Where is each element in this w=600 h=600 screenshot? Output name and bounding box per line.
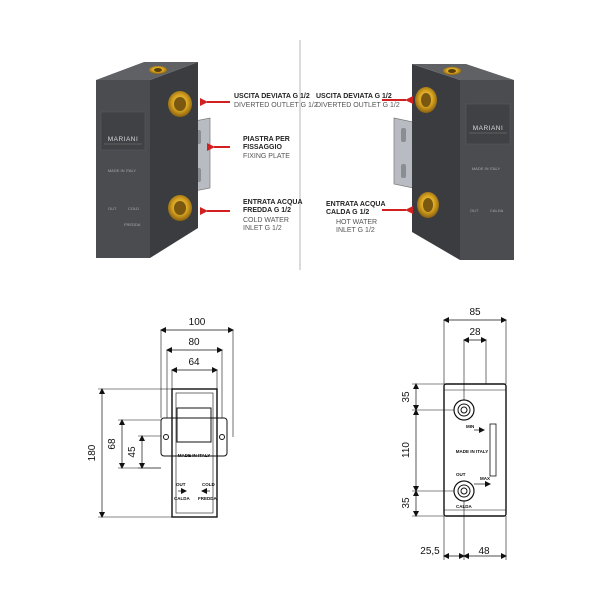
label-diverted-outlet-right: USCITA DEVIATA G 1/2 DIVERTED OUTLET G 1… xyxy=(316,93,400,109)
side-min-label: MIN xyxy=(466,424,474,429)
svg-text:HOT WATER: HOT WATER xyxy=(336,219,377,226)
body-fredda: FREDDA xyxy=(124,222,141,227)
body-made-in-italy: MADE IN ITALY xyxy=(108,168,137,173)
svg-text:CALDA G 1/2: CALDA G 1/2 xyxy=(326,209,369,216)
svg-text:FREDDA G 1/2: FREDDA G 1/2 xyxy=(243,207,291,214)
svg-text:PIASTRA PER: PIASTRA PER xyxy=(243,136,290,143)
outlet-port-right xyxy=(415,87,437,113)
drawing-fredda: FREDDA xyxy=(198,496,217,501)
body-calda-right: CALDA xyxy=(490,208,504,213)
body-cold: COLD xyxy=(128,206,139,211)
drawing-cold: COLD xyxy=(202,482,215,487)
dim-front-width-64: 64 xyxy=(188,357,200,368)
drawing-made-in-italy: MADE IN ITALY xyxy=(178,453,211,458)
box-3d-cold-side: MARIANI MADE IN ITALY OUT COLD FREDDA xyxy=(96,62,211,258)
side-out-label: OUT xyxy=(456,472,466,477)
side-calda-label: CALDA xyxy=(456,504,472,509)
dim-front-height-45: 45 xyxy=(127,446,138,458)
label-cold-inlet: ENTRATA ACQUA FREDDA G 1/2 COLD WATER IN… xyxy=(243,199,303,232)
body-made-in-italy-right: MADE IN ITALY xyxy=(472,166,501,171)
side-view-drawing xyxy=(412,317,507,560)
box-3d-hot-side: MARIANI MADE IN ITALY OUT CALDA xyxy=(393,64,514,260)
svg-text:DIVERTED OUTLET G 1/2: DIVERTED OUTLET G 1/2 xyxy=(234,102,318,109)
svg-text:USCITA DEVIATA G 1/2: USCITA DEVIATA G 1/2 xyxy=(234,93,310,100)
side-max-label: MAX xyxy=(480,476,490,481)
svg-text:ENTRATA ACQUA: ENTRATA ACQUA xyxy=(326,201,386,208)
side-outlet-port xyxy=(453,399,475,421)
label-diverted-outlet-left: USCITA DEVIATA G 1/2 DIVERTED OUTLET G 1… xyxy=(234,93,318,109)
svg-text:ENTRATA ACQUA: ENTRATA ACQUA xyxy=(243,199,303,206)
dim-front-width-80: 80 xyxy=(188,337,200,348)
drawing-out: OUT xyxy=(176,482,186,487)
dim-front-width-100: 100 xyxy=(189,317,206,328)
svg-text:DIVERTED OUTLET G 1/2: DIVERTED OUTLET G 1/2 xyxy=(316,102,400,109)
svg-text:COLD WATER: COLD WATER xyxy=(243,217,289,224)
brand-logo: MARIANI xyxy=(108,136,139,143)
outlet-port xyxy=(168,91,192,117)
dim-side-bottom-48: 48 xyxy=(478,546,490,557)
inlet-port xyxy=(168,195,192,221)
dim-front-height-68: 68 xyxy=(107,438,118,450)
svg-text:FISSAGGIO: FISSAGGIO xyxy=(243,144,282,151)
side-made-in-italy: MADE IN ITALY xyxy=(456,449,489,454)
drawing-calda: CALDA xyxy=(174,496,190,501)
body-out: OUT xyxy=(108,206,117,211)
box-front-face xyxy=(96,80,150,258)
hot-inlet-port xyxy=(417,192,439,218)
dim-side-width-28: 28 xyxy=(469,327,481,338)
svg-text:FIXING PLATE: FIXING PLATE xyxy=(243,153,290,160)
dim-side-height-110: 110 xyxy=(401,442,412,458)
svg-text:INLET G 1/2: INLET G 1/2 xyxy=(243,225,282,232)
body-out-right: OUT xyxy=(470,208,479,213)
svg-text:INLET G 1/2: INLET G 1/2 xyxy=(336,227,375,234)
label-hot-inlet: ENTRATA ACQUA CALDA G 1/2 HOT WATER INLE… xyxy=(326,201,386,234)
label-fixing-plate: PIASTRA PER FISSAGGIO FIXING PLATE xyxy=(243,136,290,160)
dim-side-height-35-bottom: 35 xyxy=(401,497,412,509)
brand-logo-right: MARIANI xyxy=(473,125,504,132)
front-view-drawing xyxy=(98,327,234,518)
dim-front-height-180: 180 xyxy=(87,444,98,461)
dim-side-bottom-25-5: 25,5 xyxy=(420,546,440,557)
side-inlet-port xyxy=(453,480,475,502)
dim-side-width-85: 85 xyxy=(469,307,481,318)
svg-text:USCITA DEVIATA G 1/2: USCITA DEVIATA G 1/2 xyxy=(316,93,392,100)
dim-side-height-35-top: 35 xyxy=(401,391,412,403)
